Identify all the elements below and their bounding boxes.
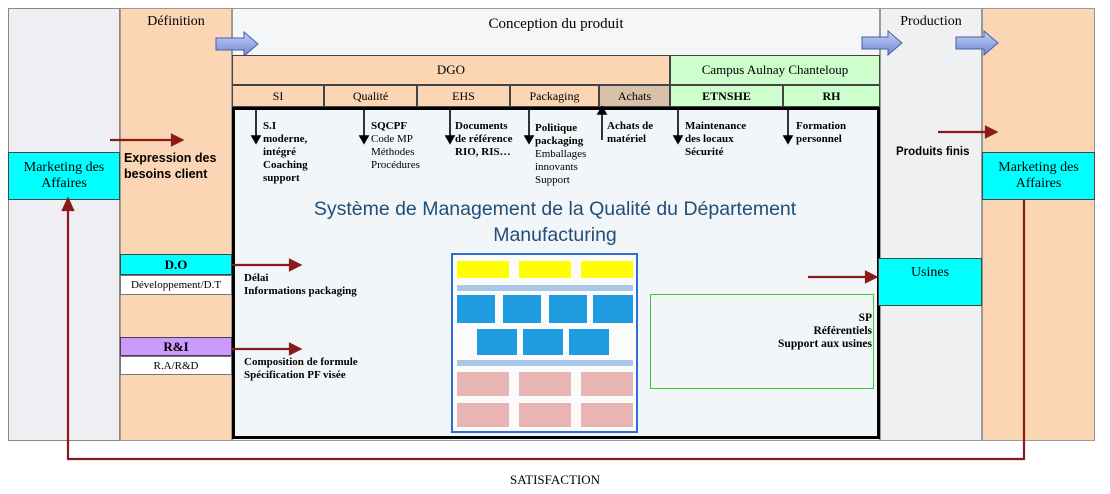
mini-box bbox=[569, 329, 609, 355]
note-rh: Formation personnel bbox=[796, 120, 847, 145]
dept-rh: RH bbox=[783, 85, 880, 107]
mini-box bbox=[503, 295, 541, 323]
dept-ehs: EHS bbox=[417, 85, 510, 107]
mini-box bbox=[549, 295, 587, 323]
mini-band bbox=[457, 360, 633, 366]
campus-group: Campus Aulnay Chanteloup bbox=[670, 55, 880, 85]
mini-box bbox=[593, 295, 633, 323]
note-ehs: Documents de référence RIO, RIS… bbox=[455, 120, 513, 158]
satisfaction-loop bbox=[66, 200, 1026, 461]
process-map-thumbnail bbox=[451, 253, 638, 433]
dept-packaging: Packaging bbox=[510, 85, 599, 107]
dept-qualite: Qualité bbox=[324, 85, 417, 107]
flow-arrow-1 bbox=[215, 30, 259, 58]
usines-box: Usines bbox=[878, 258, 982, 306]
dept-etnshe: ETNSHE bbox=[670, 85, 783, 107]
mini-box bbox=[519, 403, 571, 427]
mini-box bbox=[457, 372, 509, 396]
mini-box bbox=[457, 403, 509, 427]
dept-si: SI bbox=[232, 85, 324, 107]
main-title: Système de Management de la Qualité du D… bbox=[313, 198, 797, 246]
note-etnshe: Maintenance des locaux Sécurité bbox=[685, 120, 747, 158]
marketing-column-left bbox=[8, 8, 120, 441]
expression-text: Expression des besoins client bbox=[124, 151, 217, 181]
dgo-group: DGO bbox=[232, 55, 670, 85]
flow-arrow-3 bbox=[955, 29, 999, 57]
do-sub: Développement/D.T bbox=[120, 275, 232, 295]
satisfaction-label: SATISFACTION bbox=[509, 472, 601, 487]
mini-box bbox=[581, 372, 633, 396]
flow-arrow-2 bbox=[861, 29, 903, 57]
ri-sub: R.A/R&D bbox=[120, 356, 232, 375]
mini-box bbox=[523, 329, 563, 355]
sp-box bbox=[650, 294, 874, 389]
mini-band bbox=[457, 285, 633, 291]
phase-production: Production bbox=[900, 14, 962, 29]
note-packaging: Politique packaging Emballages innovants… bbox=[535, 122, 587, 186]
mini-box bbox=[457, 295, 495, 323]
note-si: S.I moderne, intégré Coaching support bbox=[263, 120, 308, 184]
production-column bbox=[880, 8, 982, 441]
mini-box bbox=[581, 261, 633, 278]
do-notes: Délai Informations packaging bbox=[244, 272, 357, 297]
marketing-left: Marketing des Affaires bbox=[8, 152, 120, 200]
sp-notes: SP Référentiels Support aux usines bbox=[778, 312, 872, 350]
note-qualite: SQCPF Code MP Méthodes Procédures bbox=[371, 120, 420, 171]
marketing-column-right bbox=[982, 8, 1095, 441]
mini-box bbox=[581, 403, 633, 427]
phase-definition: Définition bbox=[147, 14, 205, 29]
produits-finis-text: Produits finis bbox=[896, 146, 970, 158]
mini-box bbox=[457, 261, 509, 278]
mini-box bbox=[519, 372, 571, 396]
marketing-right: Marketing des Affaires bbox=[982, 152, 1095, 200]
ri-notes: Composition de formule Spécification PF … bbox=[244, 356, 358, 381]
ri-box: R&I bbox=[120, 337, 232, 356]
note-achats: Achats de matériel bbox=[607, 120, 654, 145]
phase-conception: Conception du produit bbox=[488, 16, 624, 32]
do-box: D.O bbox=[120, 254, 232, 275]
mini-box bbox=[519, 261, 571, 278]
mini-box bbox=[477, 329, 517, 355]
dept-achats: Achats bbox=[599, 85, 670, 107]
